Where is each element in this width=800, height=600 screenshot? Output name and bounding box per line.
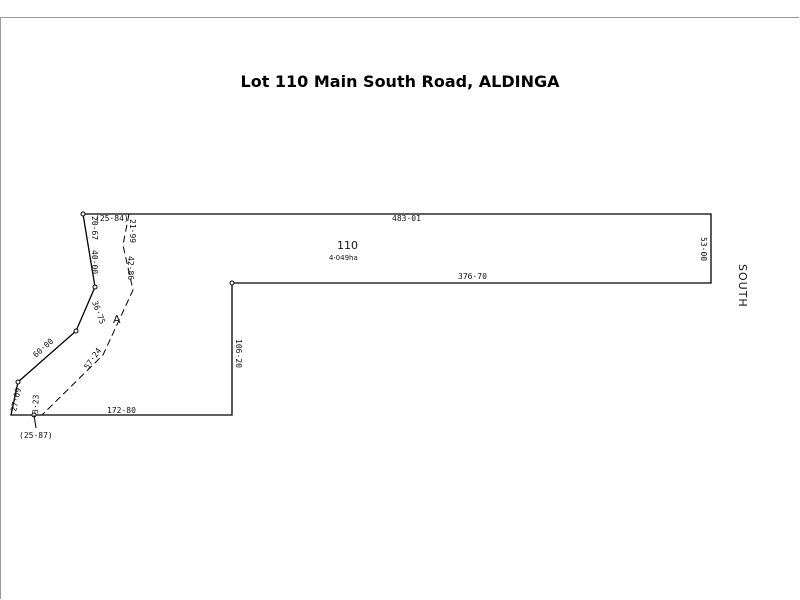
- dim-bracket-bottom: (25·87): [19, 431, 53, 440]
- corner-marker: [80, 211, 86, 217]
- corner-marker: [92, 284, 98, 290]
- dim-dashed-mid: 42·86: [126, 256, 135, 280]
- page-frame: [0, 17, 799, 599]
- dim-bracket-top: (25·84): [95, 214, 129, 223]
- dim-west-low: 27·09: [9, 387, 23, 413]
- road-label: SOUTH: [736, 264, 749, 308]
- leader-line: [33, 414, 37, 429]
- plan-title: Lot 110 Main South Road, ALDINGA: [240, 72, 560, 91]
- dim-west-upper: 40·00: [90, 250, 99, 274]
- dim-west-mid: 36·75: [90, 300, 107, 326]
- corner-marker: [73, 328, 79, 334]
- lot-boundary: [10, 213, 712, 416]
- dim-north: 483·01: [392, 214, 421, 223]
- corner-marker: [15, 379, 21, 385]
- corner-marker: [229, 280, 235, 286]
- dim-south: 172·80: [107, 406, 136, 415]
- dim-dashed-top: 21·99: [128, 219, 137, 243]
- easement-label: A: [113, 313, 121, 326]
- dim-inner-south: 376·70: [458, 272, 487, 281]
- lot-number: 110: [337, 239, 358, 252]
- dim-dashed-low: 57·24: [82, 346, 103, 371]
- dim-west-top: 20·67: [90, 216, 99, 240]
- dim-west-short: 3·23: [31, 394, 41, 414]
- dim-inner-west: 106·20: [234, 339, 243, 368]
- easement-dashed-line: [41, 213, 134, 416]
- dim-west-diag: 60·00: [31, 337, 55, 360]
- dim-east: 53·00: [699, 237, 708, 261]
- lot-area: 4·049ha: [329, 254, 358, 262]
